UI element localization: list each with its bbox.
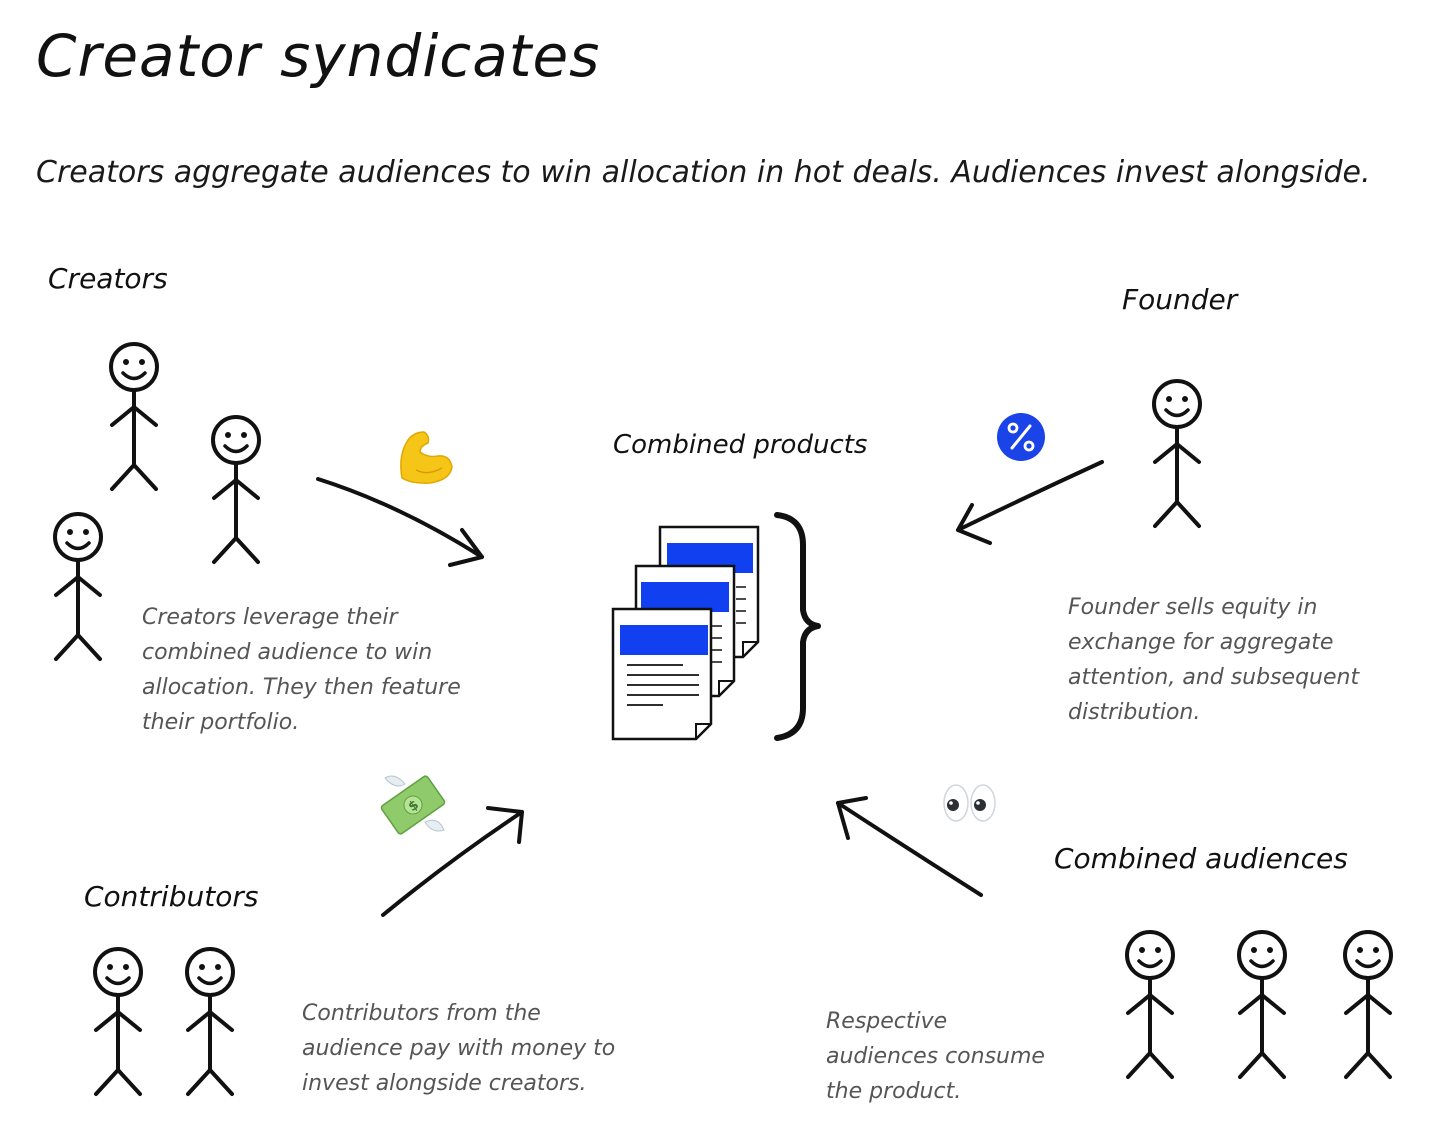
founder-arrow [956,460,1104,545]
page-subtitle: Creators aggregate audiences to win allo… [36,155,1371,190]
founder-label: Founder [1122,283,1238,316]
money-with-wings-icon: $ [380,775,446,835]
page-title: Creator syndicates [36,22,601,90]
founder-description: Founder sells equity in exchange for agg… [1068,595,1360,725]
combined-audiences-label: Combined audiences [1054,842,1348,875]
contributors-label: Contributors [84,880,259,913]
audiences-description: Respective audiences consume the product… [826,1009,1045,1104]
combined-products-documents [611,525,760,741]
contributor-figure-2 [185,947,235,1096]
contributors-description: Contributors from the audience pay with … [302,1001,616,1096]
combined-products-label: Combined products [613,430,868,460]
audience-figure-3 [1343,930,1393,1079]
creators-description: Creators leverage their combined audienc… [142,605,461,735]
flexed-biceps-icon [400,431,453,484]
creator-figure-1 [109,342,159,491]
audiences-arrow [836,796,983,897]
audience-figure-1 [1125,930,1175,1079]
contributor-figure-1 [93,947,143,1096]
curly-brace [774,512,821,741]
creator-figure-3 [53,512,103,661]
percent-badge-icon [997,413,1045,461]
contributors-arrow [381,806,524,917]
creators-arrow [316,477,484,567]
audience-figure-2 [1237,930,1287,1079]
eyes-icon [943,784,996,822]
creators-label: Creators [48,262,168,295]
creator-figure-2 [211,415,261,564]
founder-figure [1152,379,1202,528]
